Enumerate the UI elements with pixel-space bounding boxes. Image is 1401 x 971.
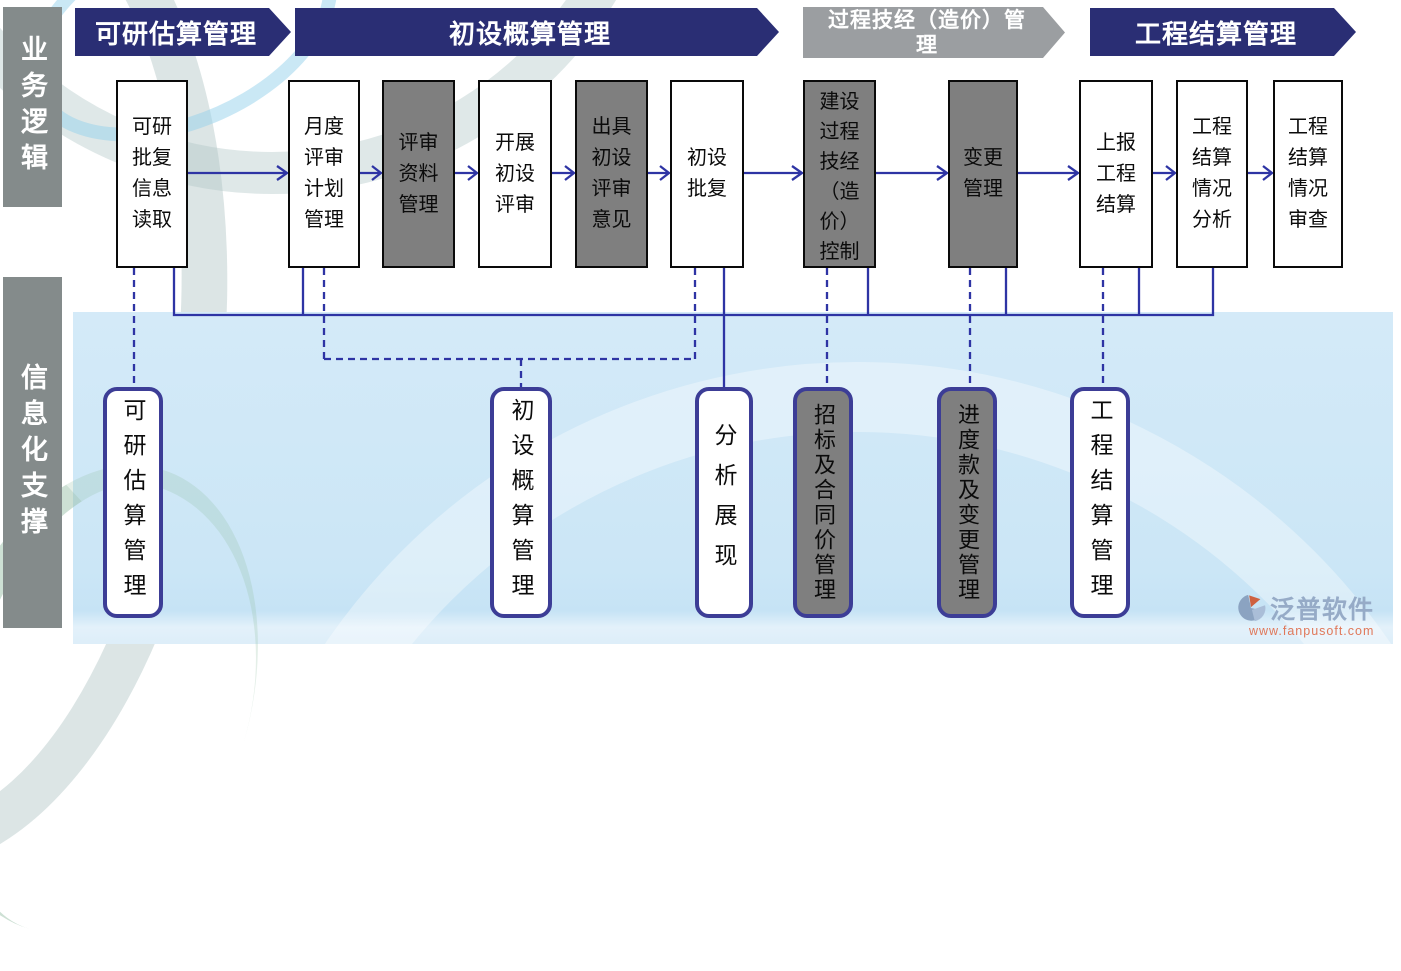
arrow-7-8 — [876, 165, 950, 181]
process-box-preliminary-approval[interactable]: 初设 批复 — [670, 80, 744, 268]
arrow-2-3 — [360, 165, 383, 181]
fanpu-logo-url: www.fanpusoft.com — [1249, 624, 1375, 638]
lane-business-logic-label: 业务逻辑 — [17, 35, 47, 179]
fanpu-logo[interactable]: 泛普软件 www.fanpusoft.com — [1235, 590, 1393, 638]
support-box-label: 工程结算管理 — [1087, 397, 1113, 608]
process-box-conduct-review[interactable]: 开展 初设 评审 — [478, 80, 552, 268]
process-box-change-management[interactable]: 变更 管理 — [948, 80, 1018, 268]
banner-process-cost-management[interactable]: 过程技经（造价）管 理 — [803, 7, 1065, 58]
support-box-progress-payment-change[interactable]: 进度款及变更管理 — [937, 387, 997, 618]
arrow-6-7 — [744, 165, 805, 181]
support-box-label: 初设概算管理 — [508, 397, 534, 608]
arrow-8-9 — [1018, 165, 1081, 181]
arrow-10-11 — [1248, 165, 1274, 181]
process-box-issue-review-opinion[interactable]: 出具 初设 评审 意见 — [575, 80, 648, 268]
support-box-project-settlement[interactable]: 工程结算管理 — [1070, 387, 1130, 618]
support-box-analysis-display[interactable]: 分析展现 — [695, 387, 753, 618]
arrow-5-6 — [648, 165, 671, 181]
lane-info-support-label: 信息化支撑 — [17, 362, 47, 543]
info-support-panel — [73, 312, 1393, 644]
banner-preliminary-design-budget[interactable]: 初设概算管理 — [295, 8, 779, 56]
lane-info-support: 信息化支撑 — [3, 277, 62, 628]
process-box-review-material[interactable]: 评审 资料 管理 — [382, 80, 455, 268]
arrow-3-4 — [455, 165, 479, 181]
support-box-label: 可研估算管理 — [120, 397, 146, 608]
support-box-label: 招标及合同价管理 — [811, 402, 836, 603]
lane-business-logic: 业务逻辑 — [3, 7, 62, 207]
process-box-settlement-review[interactable]: 工程 结算 情况 审查 — [1273, 80, 1343, 268]
arrow-1-2 — [188, 165, 290, 181]
fanpu-logo-text: 泛普软件 — [1270, 596, 1375, 624]
banner-project-settlement[interactable]: 工程结算管理 — [1090, 8, 1356, 56]
fanpu-logo-icon — [1238, 594, 1266, 622]
process-box-settlement-analysis[interactable]: 工程 结算 情况 分析 — [1176, 80, 1248, 268]
process-box-construction-cost-control[interactable]: 建设 过程 技经 （造 价） 控制 — [803, 80, 876, 268]
process-box-feasibility-approval-read[interactable]: 可研 批复 信息 读取 — [116, 80, 188, 268]
arrow-4-5 — [552, 165, 576, 181]
arrow-9-10 — [1153, 165, 1177, 181]
process-box-monthly-review-plan[interactable]: 月度 评审 计划 管理 — [288, 80, 360, 268]
banner-feasibility-estimate[interactable]: 可研估算管理 — [75, 8, 291, 56]
support-box-bidding-contract-price[interactable]: 招标及合同价管理 — [793, 387, 853, 618]
support-box-preliminary-budget[interactable]: 初设概算管理 — [490, 387, 552, 618]
support-box-feasibility-estimate[interactable]: 可研估算管理 — [103, 387, 163, 618]
support-box-label: 进度款及变更管理 — [955, 402, 980, 603]
support-box-label: 分析展现 — [711, 422, 737, 583]
connector-solid-bus — [172, 268, 1215, 317]
process-box-report-settlement[interactable]: 上报 工程 结算 — [1079, 80, 1153, 268]
